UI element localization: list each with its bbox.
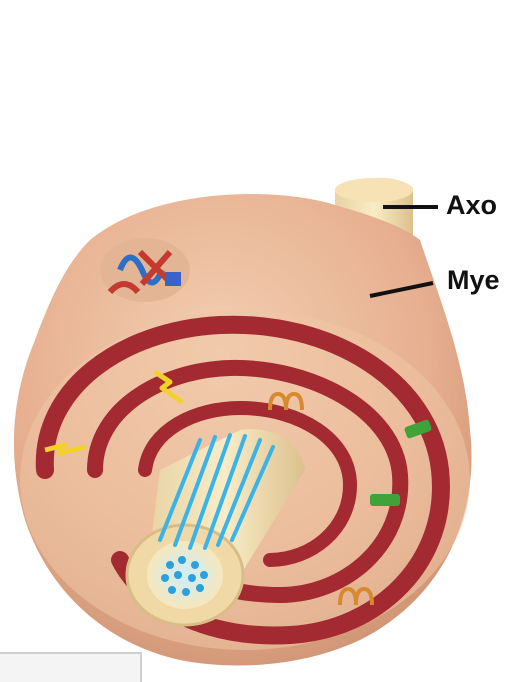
label-axon: Axo	[446, 190, 506, 221]
label-myelin: Mye	[447, 265, 506, 296]
chromosome-icon	[100, 238, 190, 302]
corner-box	[0, 652, 142, 682]
